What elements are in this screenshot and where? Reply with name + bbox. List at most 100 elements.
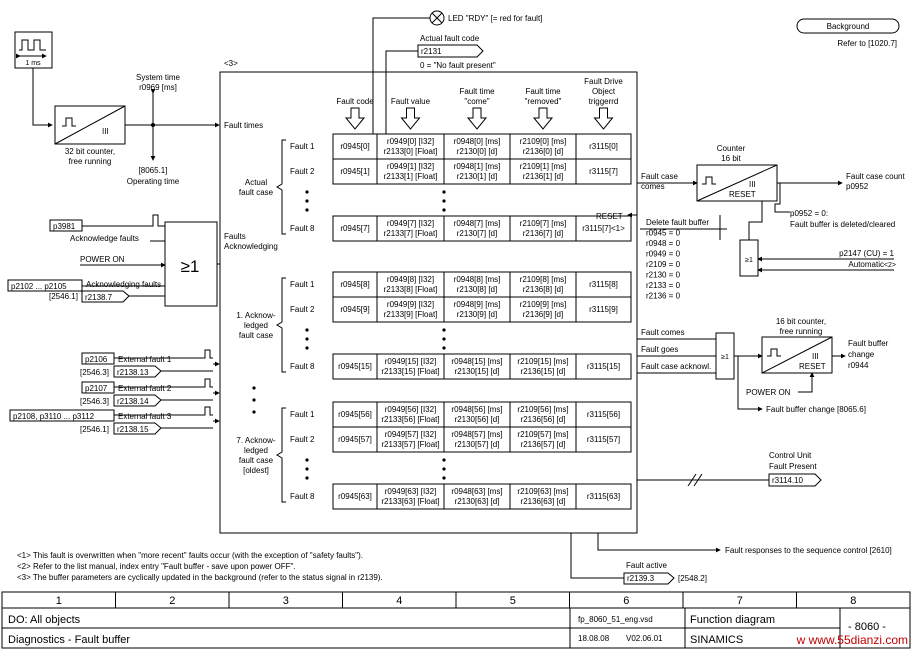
fault-times-label: Fault times [224,121,263,130]
p2147-note: <2> [884,262,896,269]
reset-label: RESET [596,212,623,221]
counter32-l2: free running [69,157,112,166]
counter16-roman: III [749,180,756,189]
fault-code-cell: r0945[7] [340,224,369,233]
external-fault-label: External fault 2 [118,384,172,393]
footer-brand: SINAMICS [690,634,743,646]
fault-cell [509,133,577,160]
footer-page: - 8060 - [848,621,886,633]
fc-title1: 16 bit counter, [776,317,826,326]
counter-16bit-change: III RESET [761,336,833,374]
fault-removed-d: r2136[63] [d] [521,497,566,506]
fault-cell [509,426,577,453]
fault-drive-object: r3115[0] [589,142,618,151]
fault-cell [376,483,445,510]
fc-out2: change [848,350,875,359]
fc-pulse-icon [767,348,781,357]
fault-come-d: r2130[9] [d] [457,310,497,319]
fault-value-float: r2133[56] [Float] [381,415,439,424]
ellipsis-dot [442,458,446,462]
counter16-pulse-icon [702,176,716,185]
counter16-title2: 16 bit [721,154,741,163]
ruler-col: 5 [510,595,516,607]
column-header-text: Fault time [459,87,495,96]
ellipsis-dot [442,346,446,350]
fault-cell [376,296,445,323]
fault-cell [376,158,445,185]
fault-cell [332,271,378,298]
power-on-label: POWER ON [80,255,125,264]
group-label: Actual [245,178,267,187]
clock-1ms: 1 ms [14,31,53,69]
delete-buffer-line: r2133 = 0 [646,281,681,290]
fault-cell [575,271,632,298]
ruler-col: 7 [737,595,743,607]
external-fault-r: r2138.13 [117,368,149,377]
fault-value-float: r2133[63] [Float] [381,497,439,506]
fault-code-cell: r0945[15] [338,362,372,371]
fault-cell [443,296,511,323]
group-label: fault case [239,456,274,465]
fault-removed-d: r2136[1] [d] [523,172,563,181]
ruler-col: 2 [169,595,175,607]
fault-come-d: r2130[8] [d] [457,285,497,294]
fault-removed-d: r2136[57] [d] [521,440,566,449]
fault-value-i32: r0949[63] [I32] [385,487,437,496]
fault-removed-ms: r2109[15] [ms] [517,357,568,366]
column-header-0: Fault code [336,97,374,130]
fc-reset: RESET [799,362,826,371]
fault-code-cell: r0945[63] [338,492,372,501]
system-time-l2: r0969 [ms] [139,83,177,92]
fault-value-i32: r0949[7] [I32] [387,219,434,228]
fault-drive-object: r3115[8] [589,280,618,289]
footer-date: 18.08.08 [578,634,610,643]
fault-cell [509,215,577,242]
down-arrow-icon [593,107,614,130]
group-label: [oldest] [243,466,269,475]
column-header-2: Fault time"come" [459,87,495,130]
actual-fault-code: Actual fault code r2131 0 = "No fault pr… [417,34,496,70]
led-label: LED "RDY" [= red for fault] [448,14,542,23]
fault-removed-ms: r2109[57] [ms] [517,430,568,439]
fault-cell [575,353,632,380]
fault-cell [376,215,445,242]
ack-faulting-label: Acknowledging faults [86,280,161,289]
fault-removed-ms: r2109[8] [ms] [520,275,567,284]
fault-drive-object: r3115[7] [589,167,618,176]
fault-cell [575,426,632,453]
external-fault-param: p2108, p3110 ... p3112 [13,412,95,421]
fault-removed-ms: r2109[63] [ms] [517,487,568,496]
note-2: <2> Refer to the list manual, index entr… [17,562,296,571]
fault-row-name: Fault 2 [290,305,315,314]
fault-cell [443,215,511,242]
down-arrow-icon [532,107,554,130]
fault-value-i32: r0949[57] [I32] [385,430,437,439]
ellipsis-dot [442,328,446,332]
fault-value-i32: r0949[56] [I32] [385,405,437,414]
fault-value-float: r2133[15] [Float] [381,367,439,376]
fault-row: Fault 8 r0945[63] r0949[63] [I32]r2133[63]… [290,483,632,510]
fault-cell [575,483,632,510]
fc-out1: Fault buffer [848,339,889,348]
or-gate-ack: ≥1 [164,221,218,307]
ellipsis-dot [442,467,446,471]
fault-drive-object: r3115[63] [587,492,620,501]
fault-removed-d: r2136[15] [d] [521,367,566,376]
fault-value-float: r2133[0] [Float] [384,147,438,156]
fault-value-i32: r0949[8] [I32] [387,275,434,284]
actual-fault-code-note: 0 = "No fault present" [420,61,496,70]
fault-row-name: Fault 8 [290,492,315,501]
fault-cell [575,133,632,160]
fault-come-ms: r0948[9] [ms] [454,300,501,309]
column-header-text: Fault time [525,87,561,96]
clock-label: 1 ms [25,60,41,67]
fc-in1: Fault comes [641,328,685,337]
fc-power-on: POWER ON [746,388,791,397]
fault-value-float: r2133[7] [Float] [384,229,438,238]
fault-cell [332,158,378,185]
